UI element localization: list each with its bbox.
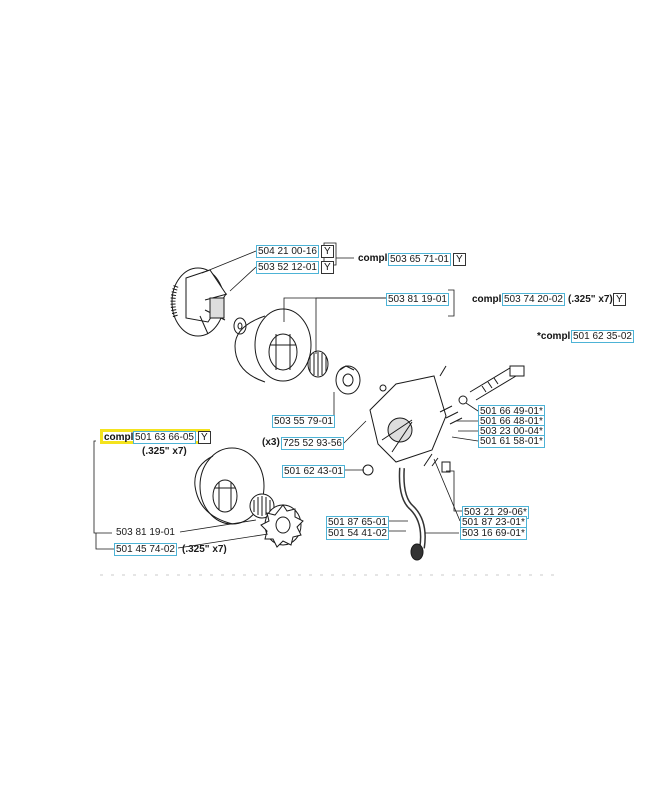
oil-pump-drawing xyxy=(362,365,525,561)
part-number-503-74-20-02[interactable]: 503 74 20-02 xyxy=(502,293,565,306)
part-number-503-16-69-01[interactable]: 503 16 69-01* xyxy=(460,527,527,540)
part-number-501-62-43-01[interactable]: 501 62 43-01 xyxy=(282,465,345,478)
clutch-drum-drawing xyxy=(234,308,361,395)
part-number-501-63-66-05[interactable]: 501 63 66-05 xyxy=(133,431,196,444)
part-number-503-81-19-01-bottom: 503 81 19-01 xyxy=(116,527,175,538)
pitch-note: (.325" x7) xyxy=(142,446,187,457)
part-number-725-52-93-56[interactable]: 725 52 93-56 xyxy=(281,437,344,450)
rim-sprocket-drum-drawing xyxy=(194,447,304,548)
leader-lines xyxy=(93,242,479,550)
compl-star-label: *compl xyxy=(537,331,571,342)
pitch-note: (.325" x7) xyxy=(568,294,613,305)
part-number-501-61-58-01[interactable]: 501 61 58-01* xyxy=(478,435,545,448)
y-flag: Y xyxy=(453,253,466,266)
part-number-501-54-41-02[interactable]: 501 54 41-02 xyxy=(326,527,389,540)
y-flag: Y xyxy=(613,293,626,306)
x3-quantity: (x3) xyxy=(262,437,280,448)
pitch-note: (.325" x7) xyxy=(182,544,227,555)
compl-label: compl xyxy=(472,294,502,305)
compl-label: compl xyxy=(104,432,134,443)
part-number-501-62-35-02[interactable]: 501 62 35-02 xyxy=(571,330,634,343)
part-number-503-81-19-01-top[interactable]: 503 81 19-01 xyxy=(386,293,449,306)
part-number-503-65-71-01[interactable]: 503 65 71-01 xyxy=(388,253,451,266)
y-flag: Y xyxy=(321,261,334,274)
part-number-504-21-00-16[interactable]: 504 21 00-16 xyxy=(256,245,319,258)
clutch-assembly-drawing xyxy=(170,267,247,337)
compl-label: compl xyxy=(358,253,388,264)
part-number-503-55-79-01[interactable]: 503 55 79-01 xyxy=(272,415,335,428)
y-flag: Y xyxy=(198,431,211,444)
part-number-501-45-74-02[interactable]: 501 45 74-02 xyxy=(114,543,177,556)
part-number-503-52-12-01[interactable]: 503 52 12-01 xyxy=(256,261,319,274)
y-flag: Y xyxy=(321,245,334,258)
